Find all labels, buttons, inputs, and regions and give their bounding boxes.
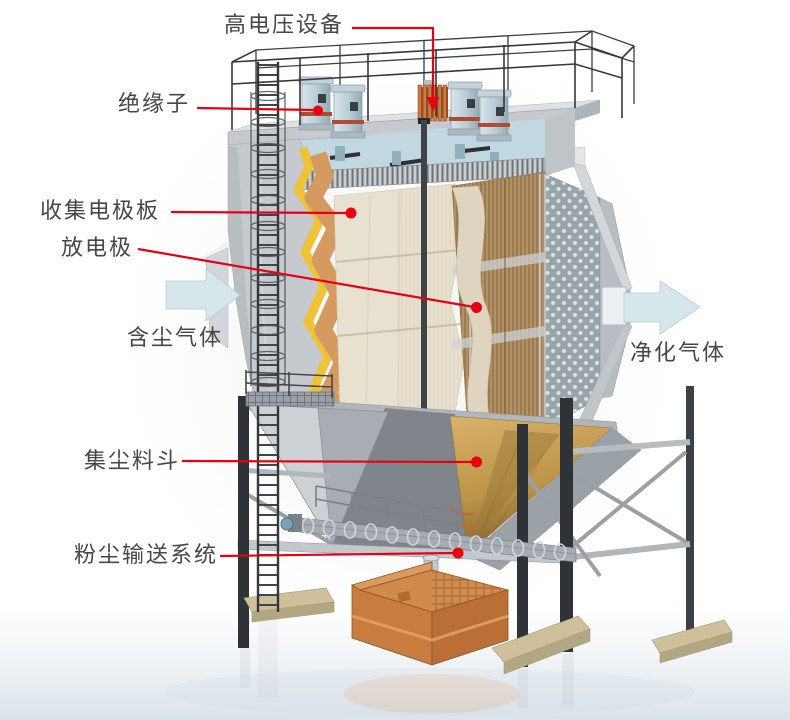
leader-insulator bbox=[196, 106, 316, 112]
main-body bbox=[227, 118, 633, 448]
support-column-inner bbox=[421, 120, 427, 430]
leader-dot bbox=[452, 547, 464, 559]
leader-dot bbox=[471, 302, 482, 313]
label-high-voltage-equipment: 高电压设备 bbox=[224, 13, 345, 38]
ladder-cage bbox=[250, 90, 286, 388]
guardrail-front bbox=[231, 30, 635, 130]
plate-layer-orange bbox=[304, 151, 353, 420]
label-dusty-gas: 含尘气体 bbox=[127, 326, 224, 351]
leader-high-voltage bbox=[352, 26, 435, 99]
outlet-plenum bbox=[572, 162, 633, 439]
leader-dust-hopper bbox=[181, 459, 475, 464]
leader-lines bbox=[137, 26, 482, 559]
floor-reflections bbox=[165, 616, 695, 716]
screw-conveyor bbox=[280, 485, 577, 563]
outlet-duct bbox=[601, 286, 627, 326]
frame-column bbox=[560, 398, 573, 652]
leader-dot bbox=[471, 456, 482, 468]
label-dust-hopper: 集尘料斗 bbox=[84, 449, 181, 474]
insulator-icon bbox=[298, 76, 334, 131]
walkway-railing bbox=[315, 485, 459, 533]
mid-platform bbox=[245, 370, 335, 407]
insulator-icon bbox=[330, 84, 366, 139]
concrete-footings bbox=[243, 587, 733, 675]
label-clean-gas: 净化气体 bbox=[630, 341, 727, 366]
outlet-gas-arrow-icon bbox=[623, 280, 701, 335]
leader-collecting-plate bbox=[170, 210, 349, 215]
insulator-icon bbox=[447, 81, 483, 136]
access-ladder bbox=[245, 62, 335, 612]
label-discharge-electrode: 放电极 bbox=[61, 236, 134, 261]
screw-flights bbox=[301, 517, 567, 561]
leader-arrowhead bbox=[426, 97, 440, 112]
leader-discharge-electrode bbox=[137, 247, 475, 309]
insulator-bushings bbox=[298, 76, 512, 142]
leader-dot bbox=[345, 207, 357, 219]
frame-column bbox=[238, 396, 249, 648]
inlet-gas-arrow-icon bbox=[165, 268, 241, 322]
insulation-layer bbox=[293, 146, 337, 413]
label-dust-conveying-system: 粉尘输送系统 bbox=[74, 543, 219, 568]
label-insulator: 绝缘子 bbox=[118, 92, 191, 117]
gas-arrows bbox=[165, 268, 701, 335]
leader-dot bbox=[313, 105, 323, 116]
insulator-icon bbox=[476, 89, 512, 142]
leader-conveying-system bbox=[219, 551, 456, 558]
dust-bin bbox=[351, 554, 510, 666]
label-collecting-electrode-plate: 收集电极板 bbox=[40, 199, 161, 224]
